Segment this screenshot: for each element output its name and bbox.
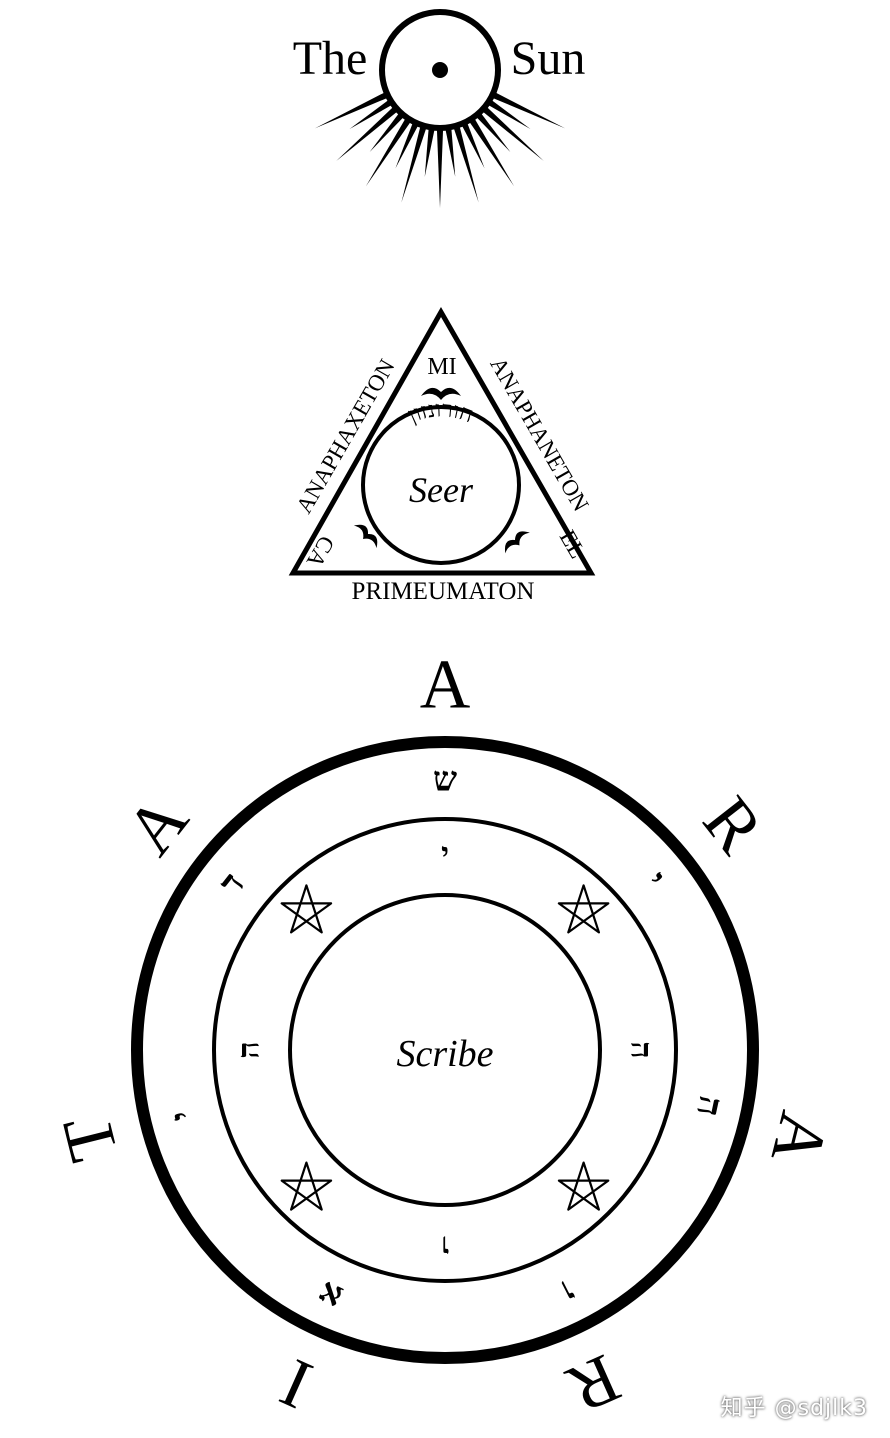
sun-center-dot: [432, 62, 448, 78]
inner-hebrew-letter: י: [441, 838, 449, 871]
sun-ray: [365, 115, 413, 187]
sun-ray: [485, 97, 531, 130]
outer-latin-letter: A: [111, 781, 203, 869]
outer-latin-letter: T: [48, 1108, 133, 1168]
sun-ray: [369, 110, 406, 152]
sun-symbol: The Sun: [293, 9, 586, 208]
pentagram-icon: [557, 1161, 610, 1211]
sun-ray: [474, 110, 511, 152]
seer-circle: [361, 405, 521, 565]
sun-ray: [489, 90, 566, 129]
outer-latin-letter: R: [556, 1339, 630, 1428]
outer-hebrew-letter: א: [313, 1273, 348, 1316]
sun-ray: [452, 122, 479, 203]
triangle-bottom-text: PRIMEUMATON: [352, 578, 535, 605]
sun-ray: [436, 126, 444, 208]
outer-latin-letter: A: [420, 647, 471, 724]
triangle-seal: חורונזון Seer MI ANAPHAXETON ANAPHANETON…: [288, 306, 596, 605]
outer-hebrew-letter: ו: [555, 1272, 580, 1309]
sun-rays: [314, 90, 566, 208]
bird-top-icon: [421, 387, 461, 400]
outer-hebrew-letter: ד: [213, 866, 252, 902]
triangle-outline: [288, 306, 596, 576]
scribe-label: Scribe: [396, 1033, 493, 1075]
outer-latin-letter: A: [756, 1104, 843, 1172]
sun-ray: [401, 122, 428, 203]
outer-hebrew-letter: ה: [689, 1093, 729, 1120]
outer-latin-letter: R: [688, 783, 778, 867]
triangle-hebrew-arc: חורונזון: [404, 396, 477, 427]
inner-hebrew-letter: ו: [441, 1230, 449, 1263]
sun-ray: [395, 119, 420, 169]
sun-ray: [349, 97, 395, 130]
bird-left-icon: [353, 524, 378, 549]
sun-ray: [336, 104, 401, 161]
sun-ray: [314, 90, 391, 129]
pentagrams: [280, 884, 610, 1211]
seer-label: Seer: [409, 470, 474, 510]
inner-hebrew-letter: ה: [233, 1041, 266, 1058]
outer-latin-letter: I: [270, 1343, 323, 1423]
sun-label-right: Sun: [511, 32, 586, 85]
pentagram-icon: [280, 1161, 333, 1211]
pentagram-icon: [557, 884, 610, 934]
sun-ray: [479, 104, 544, 161]
sun-ray: [467, 115, 515, 187]
sun-ray: [424, 124, 436, 177]
triangle-left-side-text: ANAPHAXETON: [291, 355, 400, 518]
outer-hebrew-letter: ש: [433, 762, 457, 799]
inner-ring: [288, 893, 602, 1207]
triangle-top-word: MI: [427, 354, 456, 380]
outer-hebrew-letter: י: [164, 1106, 202, 1124]
pentagram-icon: [280, 884, 333, 934]
outer-hebrew-letter: י: [638, 865, 672, 895]
circle-seal: Scribe A R A R I T A ש י ה ו א י ד י ה ו ה: [48, 647, 842, 1429]
inner-hebrew-letters: י ה ו ה: [233, 838, 658, 1263]
sun-label-left: The: [293, 32, 368, 85]
sun-ray: [444, 124, 456, 177]
watermark: 知乎 @sdjlk3: [720, 1396, 868, 1421]
inner-hebrew-letter: ה: [625, 1041, 658, 1058]
triangle-left-corner: CA: [301, 532, 339, 573]
sun-ray: [460, 119, 485, 169]
triangle-right-corner: EL: [555, 526, 591, 563]
middle-ring: [212, 817, 678, 1283]
bird-right-icon: [504, 531, 530, 554]
outer-ring: [131, 736, 759, 1364]
